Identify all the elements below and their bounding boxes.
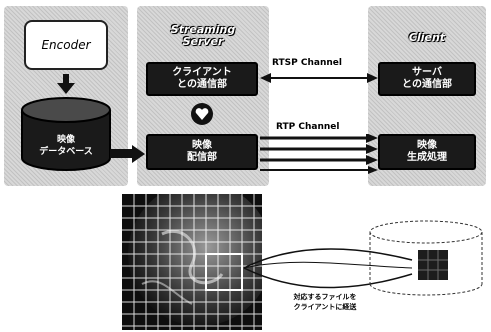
video-database-label-line2: データベース	[39, 147, 93, 157]
streaming-server-title-line1: Streaming	[170, 23, 236, 36]
client-cache-cylinder	[369, 220, 483, 296]
client-comm-line2: との通信部	[177, 79, 227, 90]
encoder-to-database-arrow	[57, 74, 75, 94]
server-comm-box: サーバ との通信部	[378, 62, 476, 96]
rtp-channel-label: RTP Channel	[276, 122, 340, 132]
transfer-caption-line1: 対応するファイルを	[293, 293, 357, 301]
transfer-caption: 対応するファイルを クライアントに経送	[265, 292, 385, 312]
rtsp-channel-label: RTSP Channel	[272, 58, 342, 68]
transfer-lines	[243, 248, 413, 289]
connector-symbol	[191, 103, 213, 125]
video-generation-box: 映像 生成処理	[378, 134, 476, 170]
video-generation-line1: 映像	[417, 140, 437, 151]
video-delivery-box: 映像 配信部	[146, 134, 258, 170]
video-delivery-line2: 配信部	[187, 152, 217, 163]
cached-tiles-icon	[418, 250, 448, 280]
video-database-cylinder	[21, 97, 111, 171]
streaming-server-title: Streaming Server	[137, 24, 269, 48]
satellite-tile-grid	[122, 194, 262, 330]
client-comm-line1: クライアント	[172, 67, 232, 78]
server-comm-line2: との通信部	[402, 79, 452, 90]
encoder-box: Encoder	[24, 20, 108, 70]
client-title: Client	[408, 31, 446, 44]
server-comm-line1: サーバ	[412, 67, 442, 78]
transfer-caption-line2: クライアントに経送	[293, 303, 357, 311]
video-delivery-line1: 映像	[192, 140, 212, 151]
client-comm-box: クライアント との通信部	[146, 62, 258, 96]
rtp-channel-arrows	[260, 134, 378, 174]
rtsp-channel-arrow	[260, 73, 378, 83]
video-database-label-line1: 映像	[56, 135, 75, 145]
video-database-label: 映像 データベース	[20, 134, 112, 158]
video-generation-line2: 生成処理	[407, 152, 447, 163]
streaming-server-title-line2: Server	[182, 35, 224, 48]
database-to-delivery-arrow	[110, 145, 145, 163]
